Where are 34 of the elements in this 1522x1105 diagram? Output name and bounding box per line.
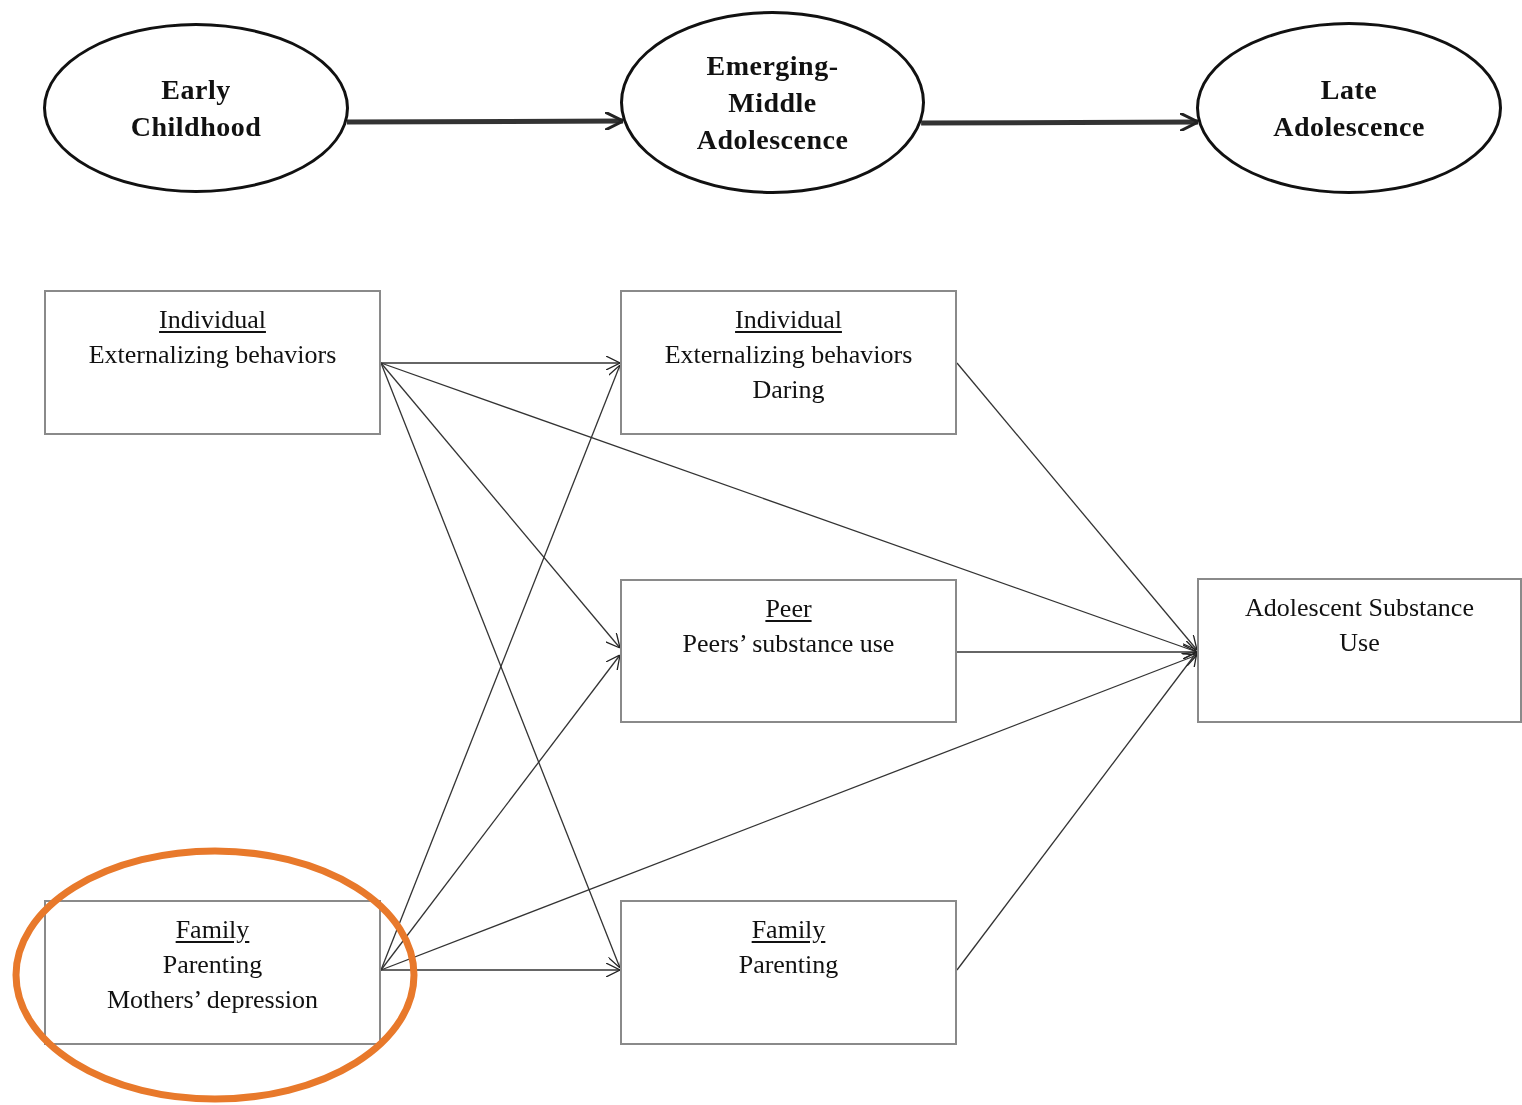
construct-box — [620, 579, 957, 723]
construct-label: Adolescent Substance Use — [1244, 592, 1475, 659]
timeline-arrow — [921, 111, 1200, 133]
domain-heading: Family — [175, 914, 250, 946]
stage-label: Emerging-Middle Adolescence — [695, 49, 850, 157]
path-arrow — [956, 651, 1198, 971]
stage-label: Early Childhood — [129, 73, 263, 144]
path-arrow — [380, 654, 621, 971]
stage-ellipse — [43, 23, 349, 193]
construct-label: Externalizing behaviors — [88, 339, 337, 371]
construct-box — [44, 900, 381, 1045]
construct-label: Peers’ substance use — [682, 628, 895, 660]
construct-label: Parenting — [162, 949, 263, 981]
stage-label: Late Adolescence — [1272, 73, 1426, 144]
construct-box — [620, 900, 957, 1045]
path-arrow — [380, 355, 621, 371]
path-arrow — [380, 652, 1198, 971]
path-arrow — [380, 362, 621, 649]
construct-label: Mothers’ depression — [106, 984, 319, 1016]
construct-label: Parenting — [738, 949, 839, 981]
construct-box — [620, 290, 957, 435]
domain-heading: Individual — [159, 304, 266, 336]
construct-box — [44, 290, 381, 435]
path-arrow — [956, 362, 1198, 651]
domain-heading: Family — [751, 914, 826, 946]
stage-ellipse — [1196, 22, 1502, 194]
path-arrow — [380, 962, 621, 978]
construct-box — [1197, 578, 1522, 723]
stage-ellipse — [620, 11, 925, 194]
domain-heading: Peer — [765, 593, 812, 625]
path-arrow — [380, 362, 1198, 655]
domain-heading: Individual — [735, 304, 842, 336]
construct-label: Externalizing behaviors Daring — [663, 339, 914, 406]
timeline-arrow — [346, 110, 625, 132]
